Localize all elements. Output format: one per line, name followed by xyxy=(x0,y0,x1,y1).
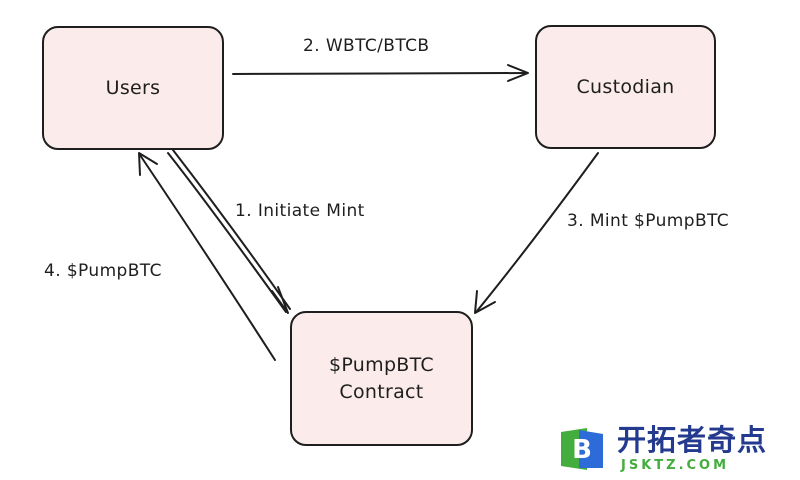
custodian-node: Custodian xyxy=(535,25,716,149)
users-node-label: Users xyxy=(105,76,161,99)
wbtc-edge-label: 2. WBTC/BTCB xyxy=(303,36,430,56)
pumpbtc-return-edge-label: 4. $PumpBTC xyxy=(44,261,162,281)
brand-url: JSKTZ.COM xyxy=(621,458,730,473)
users-node: Users xyxy=(42,26,224,150)
arrow-mint-edge xyxy=(474,152,599,314)
mint-pumpbtc-edge-label: 3. Mint $PumpBTC xyxy=(567,211,730,231)
initiate-mint-edge-label: 1. Initiate Mint xyxy=(235,201,365,221)
watermark-logo: B 开拓者奇点 JSKTZ.COM xyxy=(557,422,797,476)
arrow-wbtc-edge xyxy=(232,64,529,82)
arrow-pump-edge xyxy=(138,152,276,361)
custodian-node-label: Custodian xyxy=(576,75,675,98)
contract-node: $PumpBTC Contract xyxy=(290,311,473,446)
svg-text:B: B xyxy=(572,435,592,465)
contract-node-label: $PumpBTC Contract xyxy=(328,353,435,403)
arrow-initiate-edge xyxy=(167,149,291,314)
brand-b-icon: B xyxy=(561,428,603,470)
brand-name: 开拓者奇点 xyxy=(617,423,768,457)
